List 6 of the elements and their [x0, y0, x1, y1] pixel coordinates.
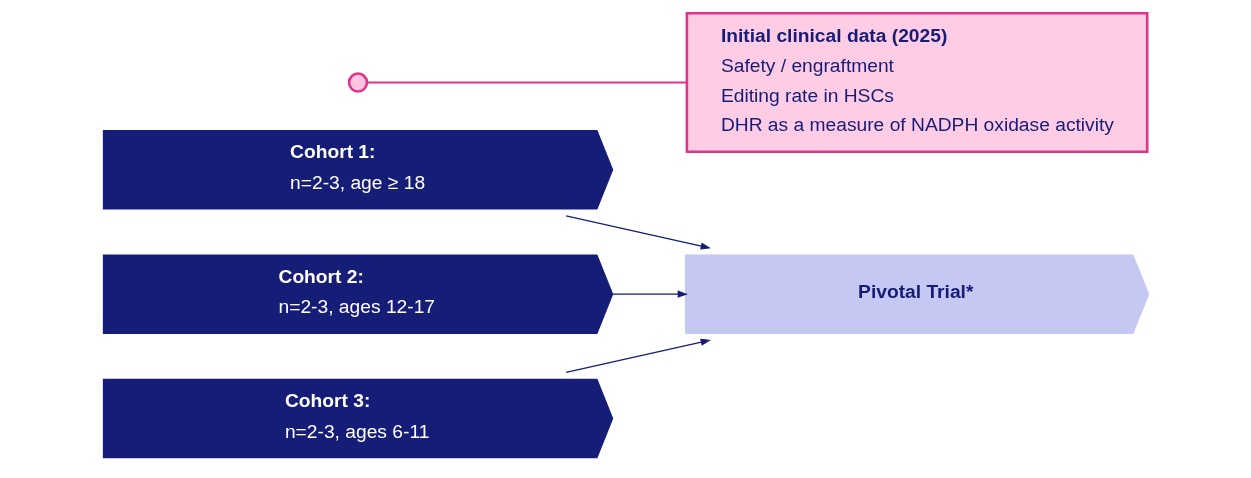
arrow — [611, 290, 688, 298]
node-box: Initial clinical data (2025) Safety / engraftment Editing rate in HSCs DHR as a measure of NADPH oxidase activity — [685, 12, 1148, 154]
arrow — [565, 338, 711, 373]
connector — [365, 81, 688, 84]
arrow — [565, 215, 711, 250]
node-circle — [347, 72, 368, 93]
